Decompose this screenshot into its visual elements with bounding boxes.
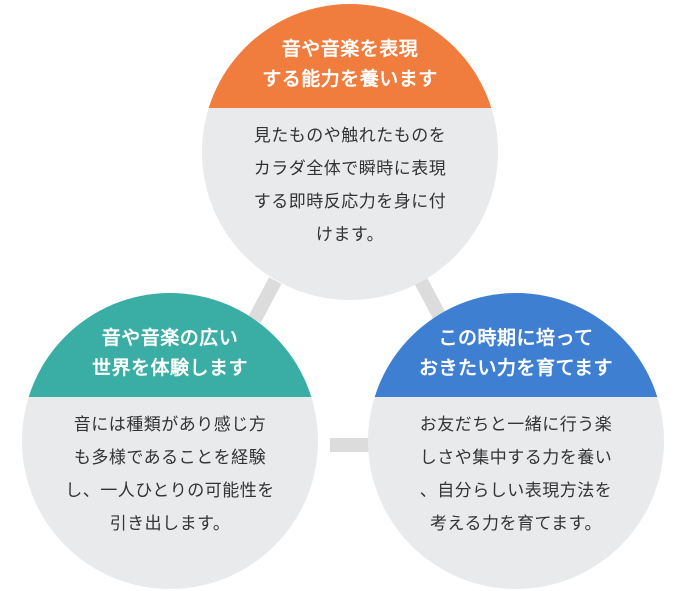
body-line: お友だちと一緒に行う楽 (419, 415, 613, 435)
title-line: する能力を養います (262, 68, 438, 90)
title-line: この時期に培って (438, 327, 594, 349)
circle-bottom-right-title: この時期に培って おきたい力を育てます (368, 293, 664, 397)
body-line: 引き出します。 (109, 514, 231, 534)
body-line: 見たものや触れたものを (253, 126, 447, 146)
body-line: する即時反応力を身に付 (253, 192, 447, 212)
circle-bottom-right: この時期に培って おきたい力を育てます お友だちと一緒に行う楽 しさや集中する力… (368, 293, 664, 589)
body-line: しさや集中する力を養い (419, 448, 613, 468)
body-line: も多様であることを経験 (73, 448, 267, 468)
body-line: カラダ全体で瞬時に表現 (253, 159, 447, 179)
circle-bottom-left-body: 音には種類があり感じ方 も多様であることを経験 し、一人ひとりの可能性を 引き出… (22, 409, 318, 541)
body-line: し、一人ひとりの可能性を (65, 481, 275, 501)
title-line: 世界を体験します (91, 357, 248, 379)
body-line: 、自分らしい表現方法を (419, 481, 613, 501)
connector-bottom (330, 438, 374, 452)
circle-bottom-left: 音や音楽の広い 世界を体験します 音には種類があり感じ方 も多様であることを経験… (22, 293, 318, 589)
title-line: 音や音楽の広い (101, 327, 239, 349)
body-line: けます。 (315, 225, 385, 245)
body-line: 音には種類があり感じ方 (73, 415, 267, 435)
title-line: 音や音楽を表現 (281, 38, 419, 60)
circle-bottom-left-title: 音や音楽の広い 世界を体験します (22, 293, 318, 397)
body-line: 考える力を育てます。 (430, 514, 602, 534)
circle-top-body: 見たものや触れたものを カラダ全体で瞬時に表現 する即時反応力を身に付 けます。 (202, 120, 498, 252)
circle-top-title: 音や音楽を表現 する能力を養います (202, 4, 498, 108)
title-line: おきたい力を育てます (418, 357, 614, 379)
circle-bottom-right-body: お友だちと一緒に行う楽 しさや集中する力を養い 、自分らしい表現方法を 考える力… (368, 409, 664, 541)
circle-top: 音や音楽を表現 する能力を養います 見たものや触れたものを カラダ全体で瞬時に表… (202, 4, 498, 300)
